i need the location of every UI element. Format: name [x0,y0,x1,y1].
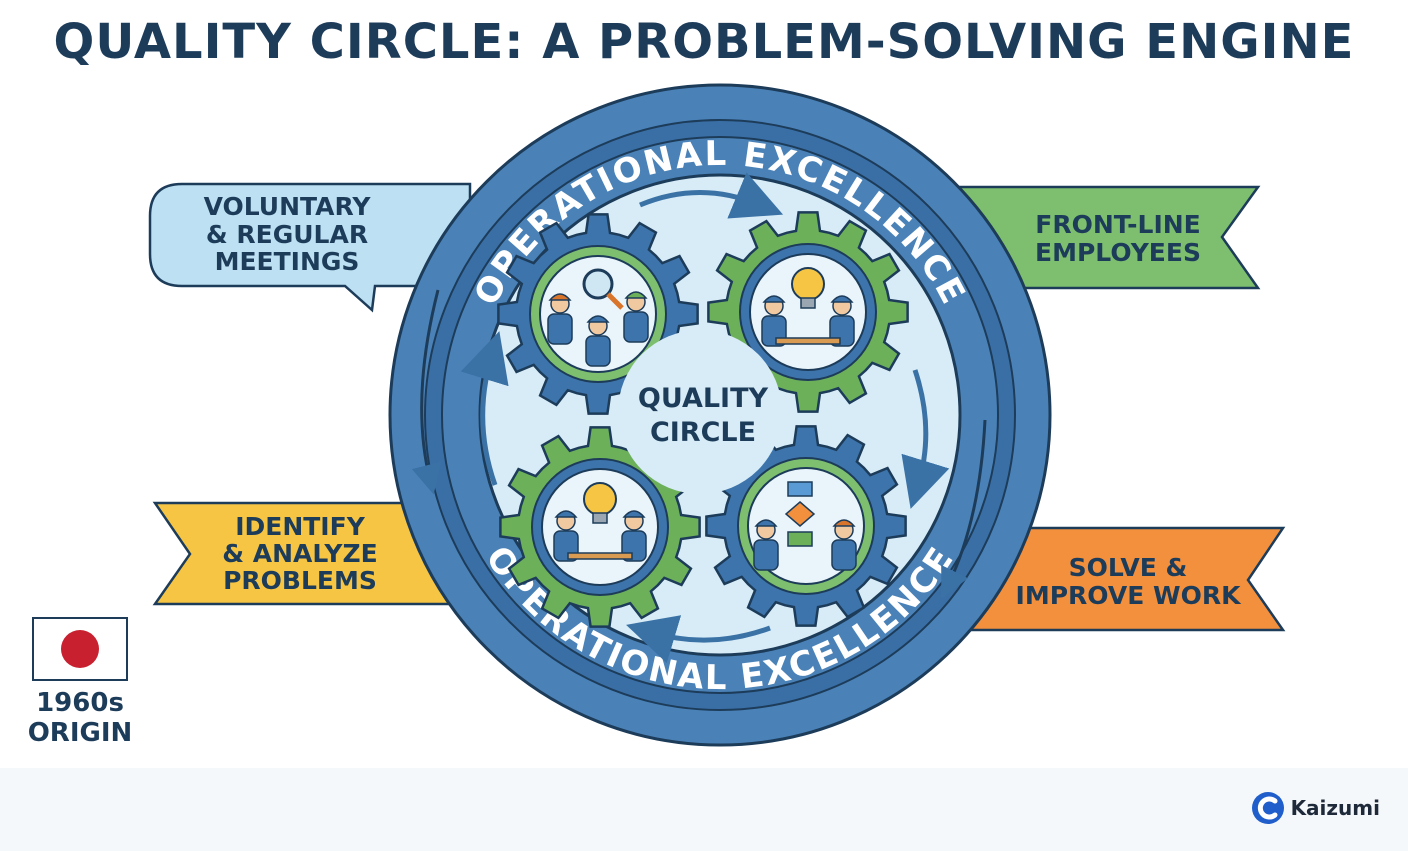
footer-bar [0,768,1408,851]
flowchart-step [787,531,813,547]
worker-helmet [548,293,572,301]
worker-helmet [832,519,856,527]
worker-helmet [622,510,646,518]
worker-body [831,539,857,571]
center-label-line1: QUALITY [638,383,769,414]
worker-helmet [554,510,578,518]
arrow-bottom [626,615,771,664]
arrow-left [460,331,509,486]
cycle-arrows [411,172,987,664]
lightbulb-base [800,297,816,309]
callout-employees-line1: FRONT-LINE [1035,210,1201,239]
worker-body [623,311,649,343]
arrow-outer-left [411,289,441,495]
meeting-table [567,552,633,560]
origin-year: 1960s [36,688,124,718]
center-circle: QUALITY CIRCLE [618,330,782,494]
worker-helmet [830,295,854,303]
page-title: QUALITY CIRCLE: A PROBLEM-SOLVING ENGINE [53,14,1355,70]
brand-logo[interactable]: Kaizumi [1251,790,1380,826]
callout-solve-line1: SOLVE & [1069,553,1188,582]
gear-flowchart [705,425,907,627]
arrow-right [901,369,950,509]
origin-label: 1960s ORIGIN [10,688,150,748]
flowchart-decision [784,501,816,527]
callout-meetings: VOLUNTARY & REGULAR MEETINGS [148,182,472,313]
lightbulb-icon [791,267,825,301]
gears-group [497,211,909,628]
callout-identify-line2: & ANALYZE [222,539,377,568]
quality-circle-diagram: VOLUNTARY & REGULAR MEETINGS FRONT-LINE … [148,83,1286,747]
magnifier-handle [606,292,624,310]
callout-solve: SOLVE & IMPROVE WORK [948,526,1286,632]
flag-sun [61,630,99,668]
magnifier-icon [582,268,614,300]
arrow-top [639,172,784,219]
lightbulb-icon [583,482,617,516]
brand-name: Kaizumi [1290,796,1380,820]
worker-helmet [762,295,786,303]
japan-flag-icon [32,617,128,681]
callout-meetings-line2: & REGULAR [206,220,368,249]
lightbulb-base [592,512,608,524]
worker-body [585,335,611,367]
callout-solve-line2: IMPROVE WORK [1016,581,1243,610]
kaizumi-logo-icon [1251,792,1284,824]
origin-word: ORIGIN [27,718,133,748]
worker-helmet [586,315,610,323]
worker-body [547,313,573,345]
callout-employees-line2: EMPLOYEES [1035,238,1201,267]
worker-helmet [624,291,648,299]
arrow-outer-right [941,419,987,599]
callout-employees: FRONT-LINE EMPLOYEES [938,185,1261,290]
worker-helmet [754,519,778,527]
flowchart-icon [787,481,813,497]
callout-identify: IDENTIFY & ANALYZE PROBLEMS [152,501,472,606]
center-label-line2: CIRCLE [650,417,756,448]
callout-meetings-line1: VOLUNTARY [204,192,372,221]
callout-identify-line3: PROBLEMS [223,566,377,595]
meeting-table [775,337,841,345]
gear-ideas-bottom [499,426,701,628]
callout-meetings-line3: MEETINGS [215,247,360,276]
callout-identify-line1: IDENTIFY [235,512,365,541]
worker-body [753,539,779,571]
